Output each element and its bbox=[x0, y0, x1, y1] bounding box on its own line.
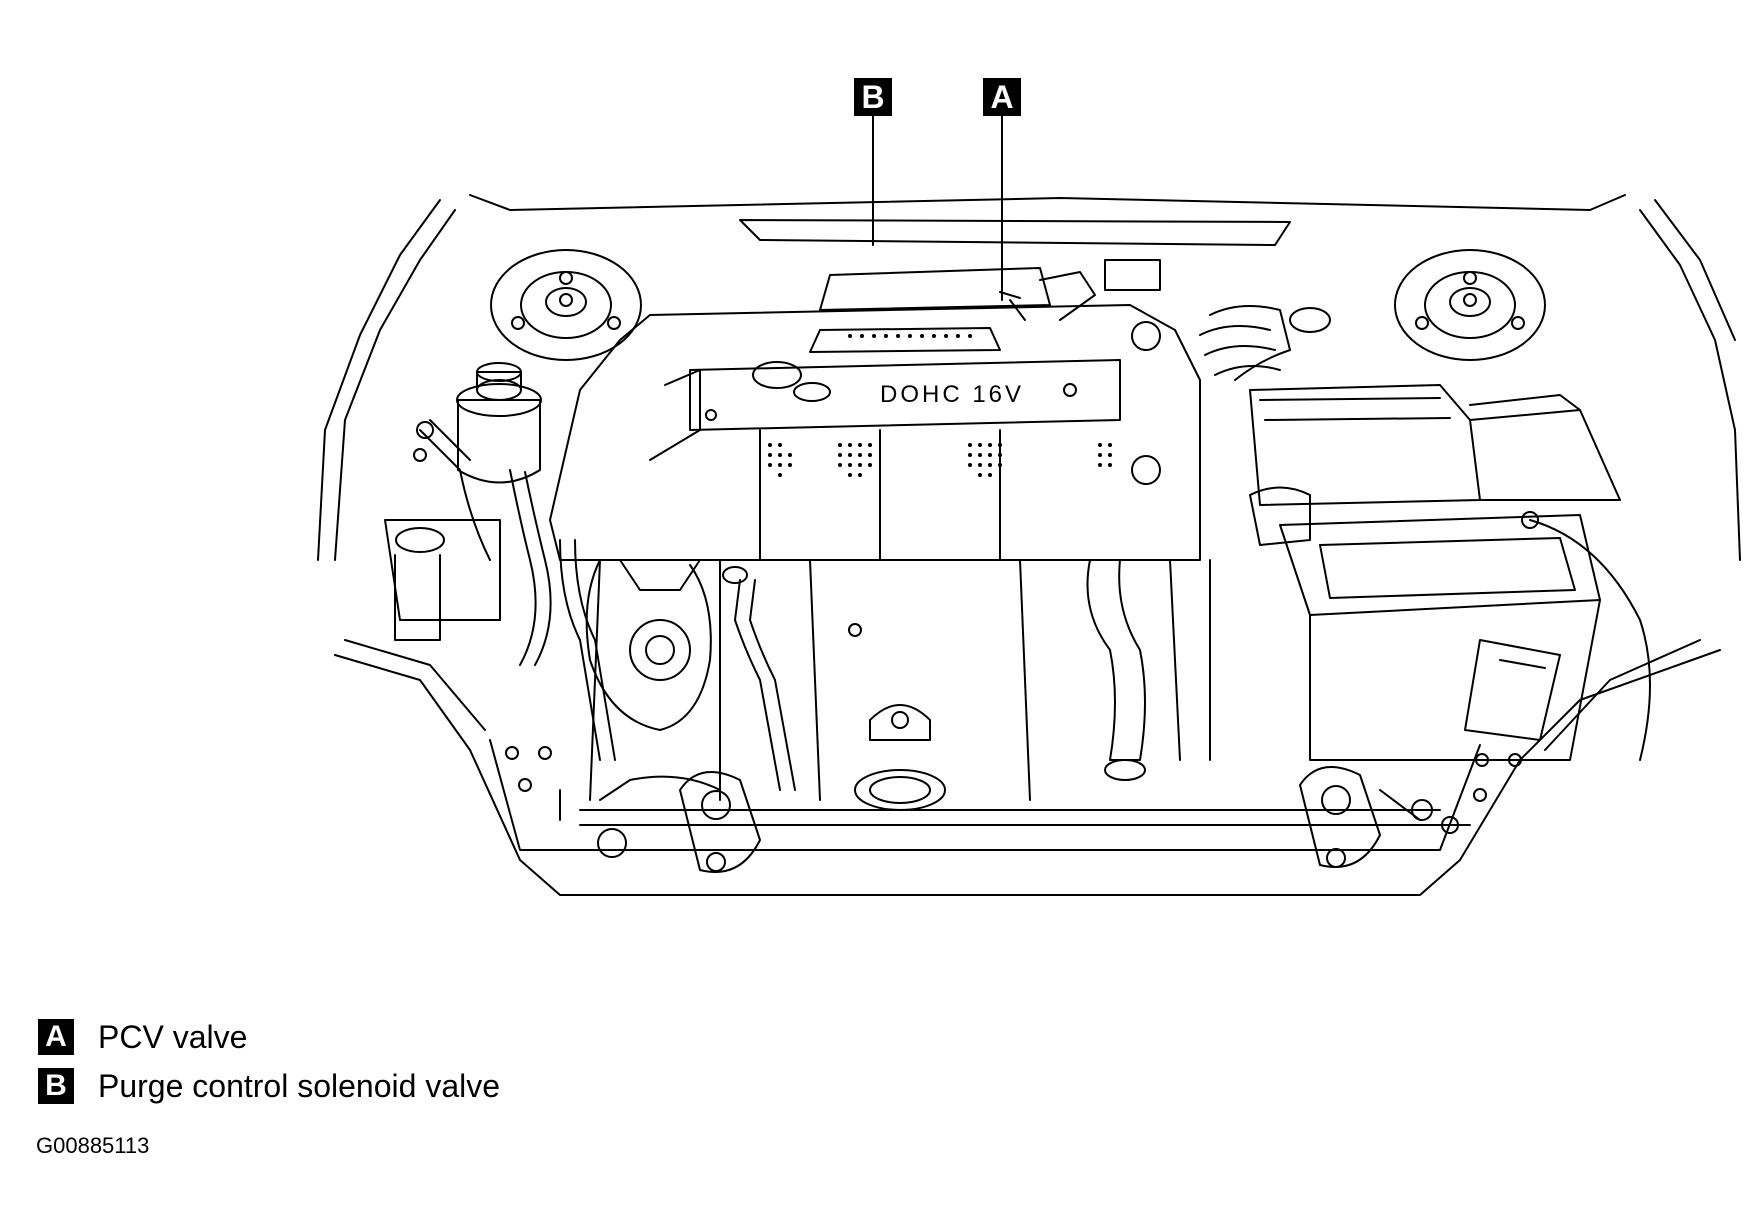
legend-key-a: A bbox=[38, 1019, 74, 1055]
air-cleaner-box bbox=[1249, 384, 1621, 506]
figure-id: G00885113 bbox=[36, 1133, 150, 1158]
engine-mount-right bbox=[1299, 766, 1381, 868]
battery bbox=[1249, 486, 1651, 761]
radiator-hoses bbox=[1086, 559, 1211, 781]
bracket-lower-right bbox=[1464, 639, 1561, 741]
hood-opening bbox=[317, 194, 1741, 561]
engine-cover-text: DOHC 16V bbox=[880, 381, 1024, 408]
vent-1 bbox=[768, 443, 792, 477]
leader-lines bbox=[872, 115, 1003, 301]
engine-cover-vents bbox=[768, 334, 1112, 477]
engine-block bbox=[589, 559, 1031, 811]
vent-4 bbox=[1098, 443, 1112, 467]
legend-item-b: B Purge control solenoid valve bbox=[38, 1066, 500, 1106]
callout-a: A bbox=[983, 78, 1021, 116]
right-strut-tower bbox=[1394, 249, 1546, 361]
legend-label-b: Purge control solenoid valve bbox=[98, 1067, 501, 1104]
engine-mount-left bbox=[679, 771, 761, 873]
power-steering-reservoir bbox=[456, 362, 552, 666]
callout-b: B bbox=[854, 78, 892, 116]
legend-item-a: A PCV valve bbox=[38, 1017, 247, 1057]
alternator bbox=[585, 559, 712, 731]
vent-top bbox=[848, 334, 972, 338]
legend-key-b: B bbox=[38, 1068, 74, 1104]
legend-label-a: PCV valve bbox=[98, 1018, 248, 1055]
engine-cover: DOHC 16V bbox=[549, 304, 1201, 561]
wiring-harness bbox=[413, 419, 721, 791]
vent-3 bbox=[968, 443, 1002, 477]
intake-manifold bbox=[819, 259, 1161, 321]
air-intake-hose bbox=[1199, 305, 1331, 381]
coolant-reservoir bbox=[384, 519, 501, 641]
front-subframe bbox=[334, 639, 1721, 896]
left-strut-tower bbox=[490, 249, 642, 361]
vent-2 bbox=[838, 443, 872, 477]
